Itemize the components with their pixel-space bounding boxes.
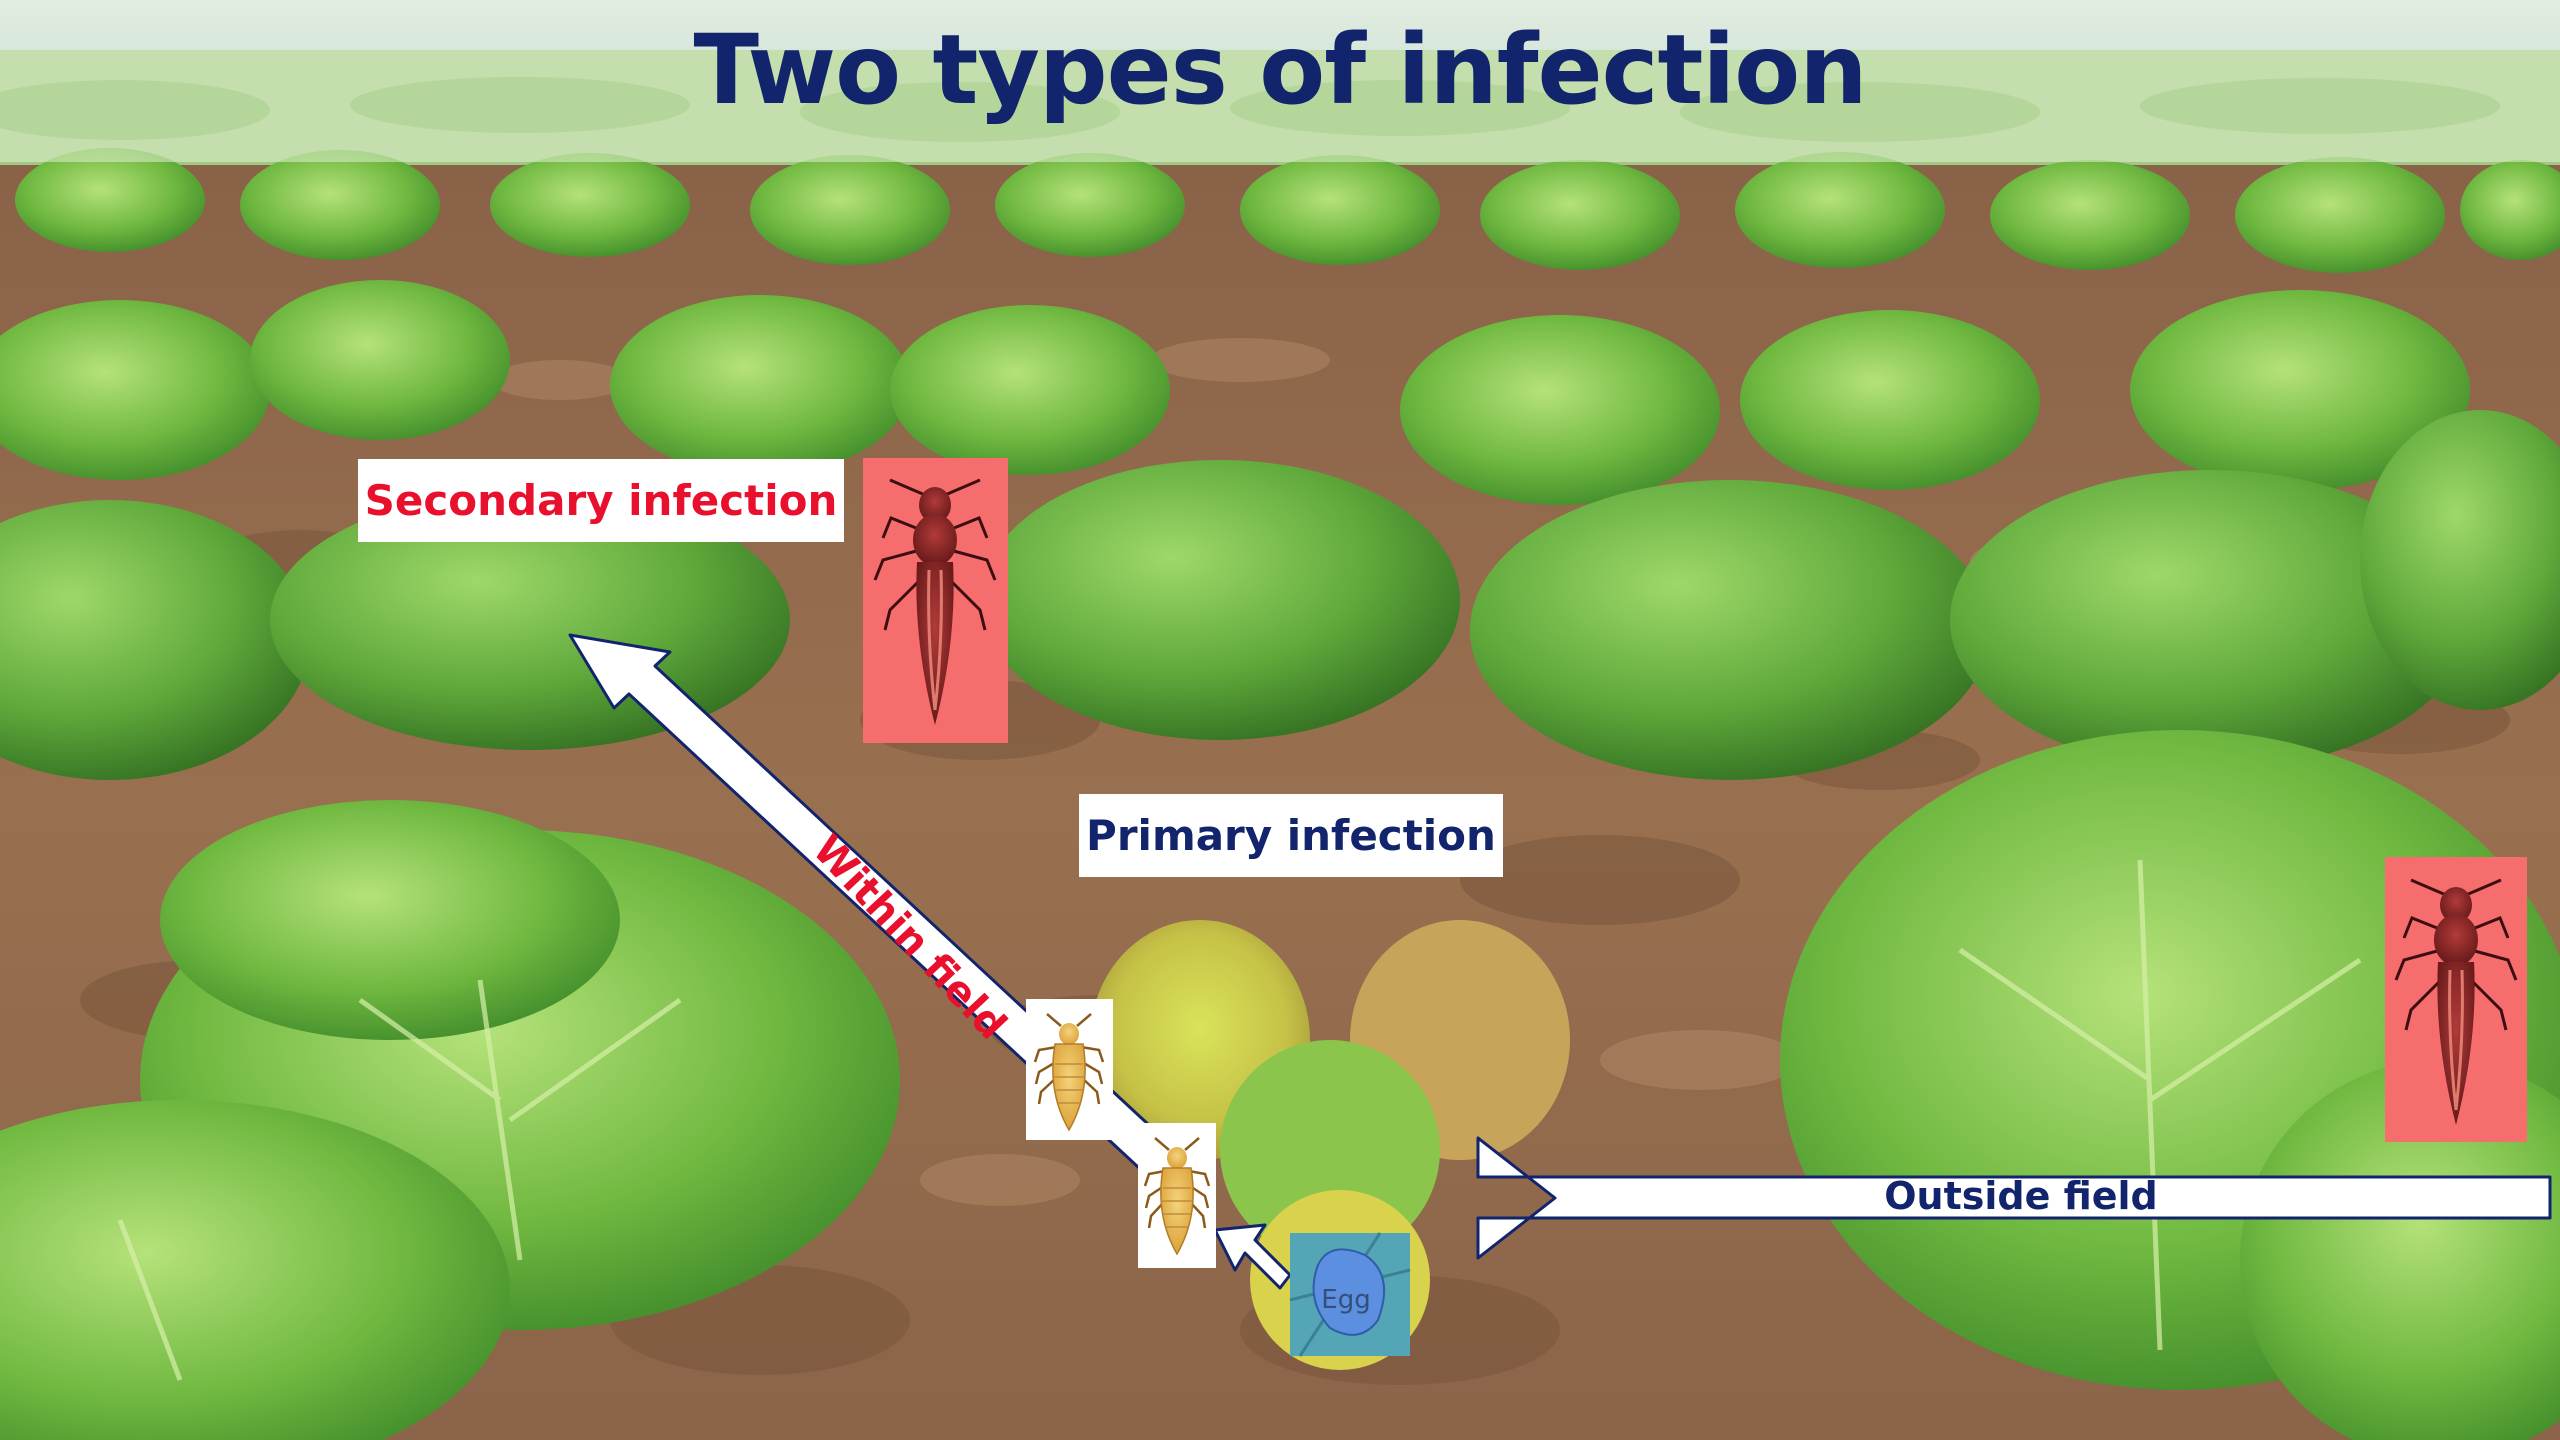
- adult-thrips-outside: [2385, 857, 2527, 1142]
- slide-title: Two types of infection: [0, 14, 2560, 126]
- egg-card: Egg: [1290, 1233, 1410, 1356]
- outside-field-label: Outside field: [1838, 1174, 2204, 1224]
- egg-label: Egg: [1321, 1285, 1370, 1315]
- primary-infection-label: Primary infection: [1079, 794, 1503, 877]
- larva-lower: [1138, 1123, 1216, 1268]
- larva-upper: [1026, 999, 1113, 1140]
- secondary-infection-label: Secondary infection: [358, 459, 844, 542]
- adult-thrips-secondary: [863, 458, 1008, 743]
